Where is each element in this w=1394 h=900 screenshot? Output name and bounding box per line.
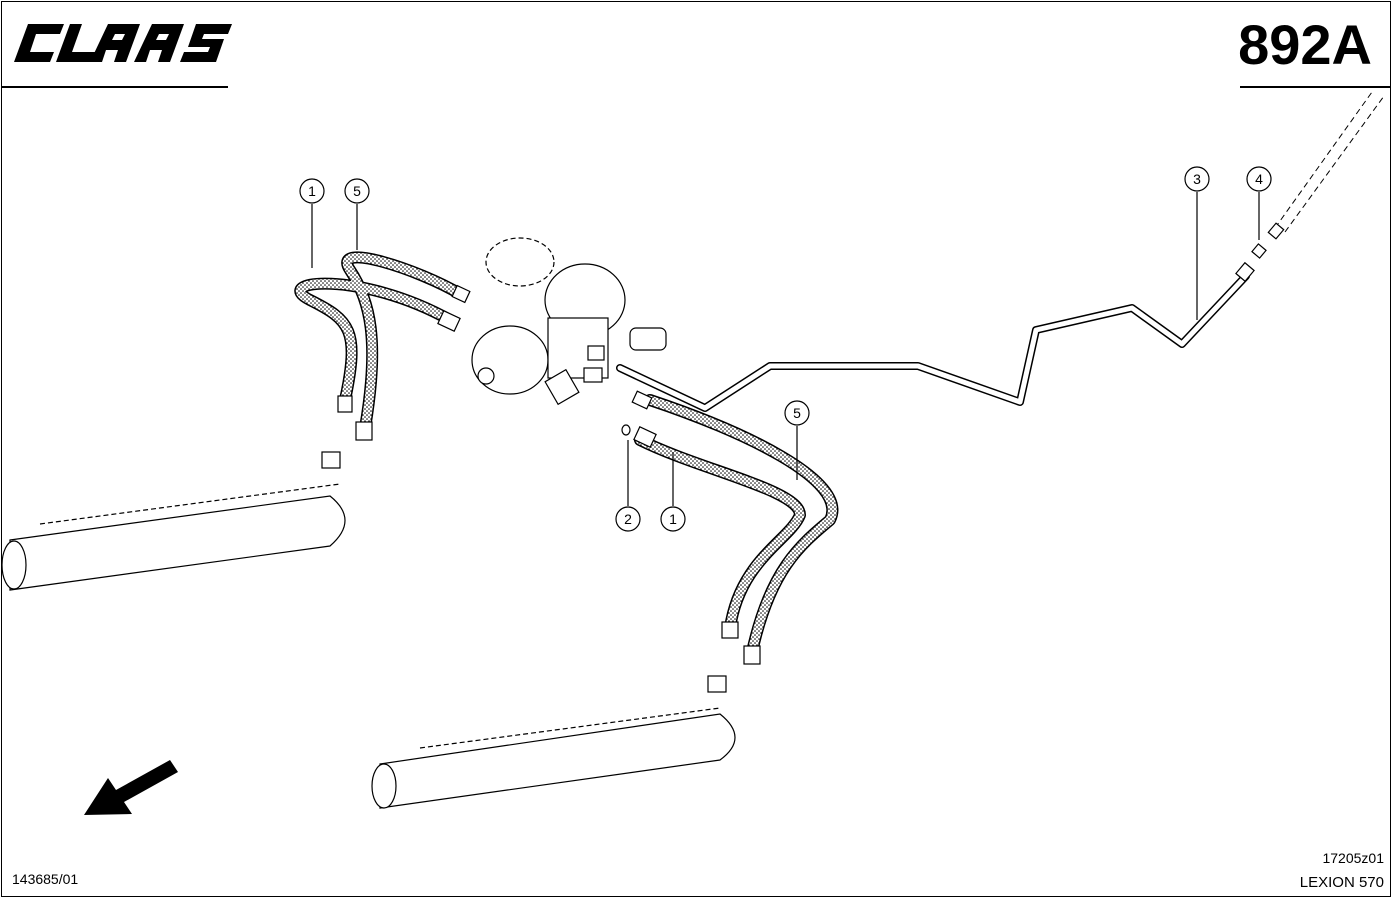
fitting-4 <box>1235 222 1285 283</box>
svg-text:5: 5 <box>793 405 801 421</box>
cylinder-left <box>1 451 346 591</box>
callout-5-top: 5 <box>344 178 370 204</box>
callout-2: 2 <box>615 506 641 532</box>
direction-arrow-icon <box>84 760 178 815</box>
callout-1-top: 1 <box>299 178 325 204</box>
svg-text:4: 4 <box>1255 171 1263 187</box>
drawing-reference: 17205z01 <box>1322 850 1384 866</box>
header-rule-left <box>2 86 228 88</box>
page-number: 892A <box>1238 13 1372 76</box>
dashed-pipe-top-right <box>1274 91 1385 233</box>
rigid-pipe-3 <box>616 272 1250 412</box>
svg-text:3: 3 <box>1193 171 1201 187</box>
hose-fittings <box>337 284 761 665</box>
callouts <box>311 192 1260 506</box>
callout-3: 3 <box>1184 166 1210 192</box>
svg-text:1: 1 <box>669 511 677 527</box>
callout-4: 4 <box>1246 166 1272 192</box>
svg-text:5: 5 <box>353 183 361 199</box>
accumulator-block <box>471 237 667 436</box>
svg-text:1: 1 <box>308 183 316 199</box>
cylinder-right <box>371 675 736 809</box>
callout-1-mid: 1 <box>660 506 686 532</box>
claas-logo <box>14 24 232 62</box>
model-name: LEXION 570 <box>1299 874 1384 891</box>
callout-5-mid: 5 <box>784 400 810 426</box>
part-reference: 143685/01 <box>12 871 79 887</box>
header-rule-right <box>1240 86 1390 88</box>
svg-text:2: 2 <box>624 511 632 527</box>
